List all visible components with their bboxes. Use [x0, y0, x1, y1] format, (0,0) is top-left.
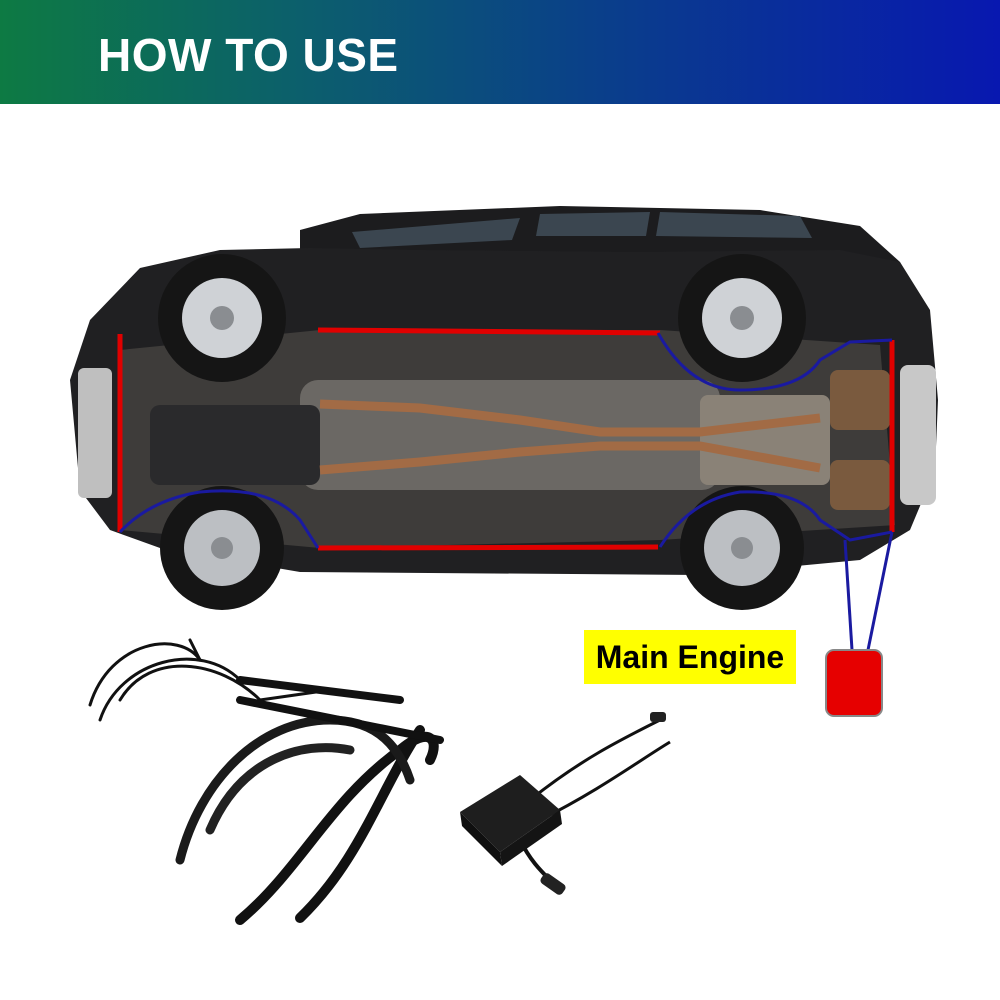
- led-strip-kit-image: [88, 638, 444, 925]
- wiring-paths: [118, 332, 894, 651]
- installation-diagram: [70, 206, 938, 925]
- main-engine-box: [825, 649, 883, 717]
- rf-controller-image: [460, 712, 671, 895]
- led-strip-positions: [117, 327, 895, 551]
- main-engine-label: Main Engine: [584, 630, 796, 684]
- car-underside-illustration: [70, 206, 938, 717]
- header-banner: HOW TO USE: [0, 0, 1000, 104]
- page-title: HOW TO USE: [98, 29, 399, 81]
